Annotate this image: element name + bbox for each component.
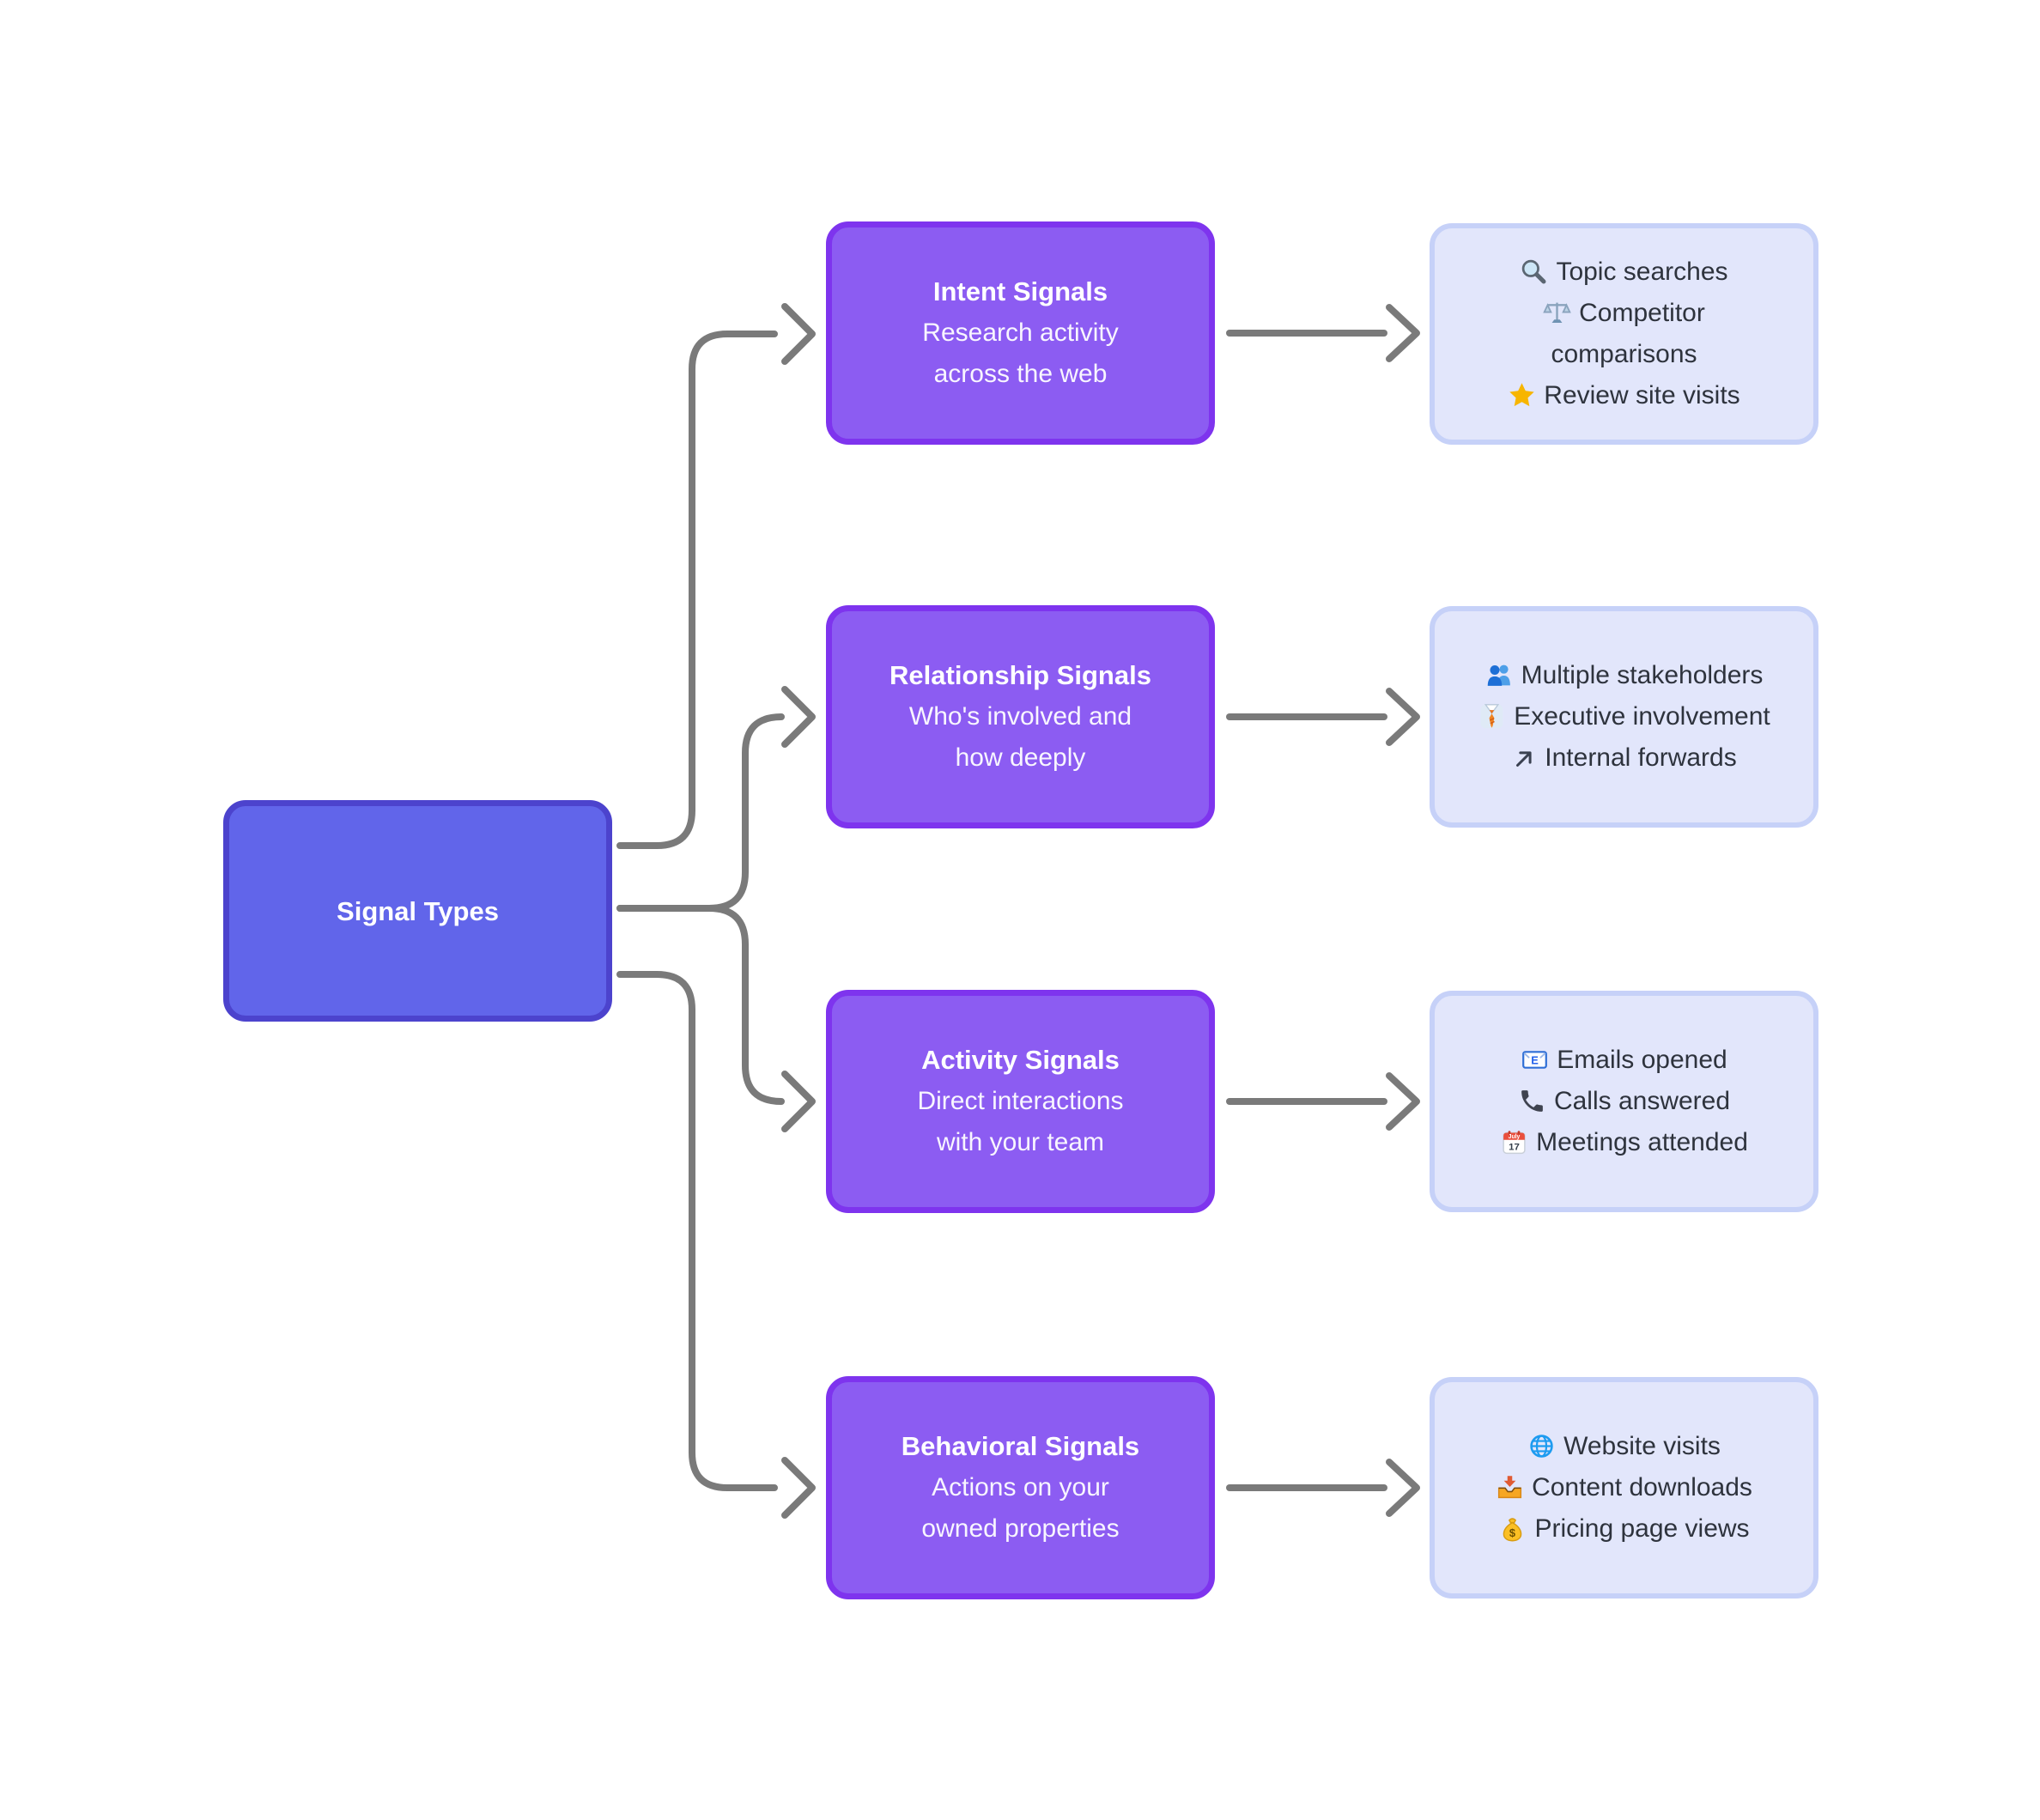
star-icon <box>1508 375 1536 416</box>
examples-node-behavioral: Website visits Content downloads $ Pricin… <box>1430 1377 1818 1599</box>
example-label: Meetings attended <box>1536 1128 1748 1156</box>
example-label: Content downloads <box>1532 1473 1752 1502</box>
category-title: Behavioral Signals <box>901 1431 1140 1461</box>
globe-icon <box>1527 1426 1556 1467</box>
example-label: Calls answered <box>1553 1087 1731 1115</box>
category-description: Direct interactions with your team <box>917 1087 1124 1156</box>
connector-root-to-intent <box>616 331 778 849</box>
svg-text:E: E <box>1531 1054 1539 1067</box>
money-bag-icon: $ <box>1498 1508 1527 1550</box>
arrowhead-intent-examples <box>1386 304 1420 362</box>
category-node-relationship: Relationship Signals Who's involved and … <box>826 605 1215 828</box>
category-description: Research activity across the web <box>922 318 1119 388</box>
connector-root-to-relationship <box>616 713 785 912</box>
category-description: Actions on your owned properties <box>921 1473 1120 1543</box>
two-people-icon <box>1485 655 1514 696</box>
root-node-signal-types: Signal Types <box>223 800 612 1022</box>
calendar-icon: July 17 <box>1500 1122 1528 1163</box>
category-node-intent: Intent Signals Research activity across … <box>826 221 1215 445</box>
category-description: Who's involved and how deeply <box>908 702 1132 772</box>
example-item: Content downloads <box>1496 1467 1752 1508</box>
arrowhead-activity <box>781 1071 816 1132</box>
example-item: Review site visits <box>1508 375 1740 416</box>
phone-icon <box>1518 1081 1546 1122</box>
category-node-behavioral: Behavioral Signals Actions on your owned… <box>826 1376 1215 1599</box>
example-label: Pricing page views <box>1534 1514 1750 1543</box>
example-item: Internal forwards <box>1511 737 1737 779</box>
balance-scale-icon <box>1543 293 1571 334</box>
arrowhead-relationship-examples <box>1386 688 1420 746</box>
example-item: Competitor comparisons <box>1476 293 1772 375</box>
example-item: July 17 Meetings attended <box>1500 1122 1748 1163</box>
example-item: Executive involvement <box>1478 696 1770 737</box>
email-icon: E <box>1521 1040 1549 1081</box>
calendar-month-text: July <box>1509 1134 1521 1140</box>
money-symbol-text: $ <box>1509 1526 1515 1539</box>
connector-root-to-behavioral <box>616 971 778 1491</box>
example-item: Website visits <box>1527 1426 1721 1467</box>
example-item: Topic searches <box>1520 252 1728 293</box>
examples-node-intent: Topic searches Competitor comparisons Re… <box>1430 223 1818 445</box>
example-label: Internal forwards <box>1545 743 1737 772</box>
example-label: Executive involvement <box>1514 702 1770 731</box>
magnifying-glass-icon <box>1520 252 1548 293</box>
category-node-activity: Activity Signals Direct interactions wit… <box>826 990 1215 1213</box>
arrowhead-relationship <box>781 686 816 748</box>
example-label: Emails opened <box>1557 1046 1727 1074</box>
examples-node-activity: E Emails opened Calls answered July 17 Meet… <box>1430 991 1818 1212</box>
example-item: Multiple stakeholders <box>1485 655 1764 696</box>
example-item: Calls answered <box>1518 1081 1730 1122</box>
example-item: E Emails opened <box>1521 1040 1727 1081</box>
example-label: Multiple stakeholders <box>1521 661 1764 689</box>
category-title: Intent Signals <box>932 276 1108 306</box>
example-label: Competitor comparisons <box>1551 299 1705 368</box>
inbox-tray-icon <box>1496 1467 1524 1508</box>
arrowhead-behavioral-examples <box>1386 1459 1420 1517</box>
arrowhead-behavioral <box>781 1457 816 1519</box>
necktie-icon <box>1478 696 1506 737</box>
category-title: Relationship Signals <box>889 660 1151 690</box>
root-node-label: Signal Types <box>337 895 499 926</box>
example-item: $ Pricing page views <box>1498 1508 1750 1550</box>
arrow-up-right-icon <box>1511 737 1537 779</box>
examples-node-relationship: Multiple stakeholders Executive involvem… <box>1430 606 1818 828</box>
arrowhead-activity-examples <box>1386 1072 1420 1131</box>
calendar-day-text: 17 <box>1509 1143 1520 1153</box>
category-title: Activity Signals <box>921 1045 1120 1075</box>
example-label: Website visits <box>1563 1432 1721 1460</box>
example-label: Topic searches <box>1556 258 1728 286</box>
connector-root-to-activity <box>616 905 785 1105</box>
example-label: Review site visits <box>1544 381 1740 410</box>
arrowhead-intent <box>781 303 816 365</box>
